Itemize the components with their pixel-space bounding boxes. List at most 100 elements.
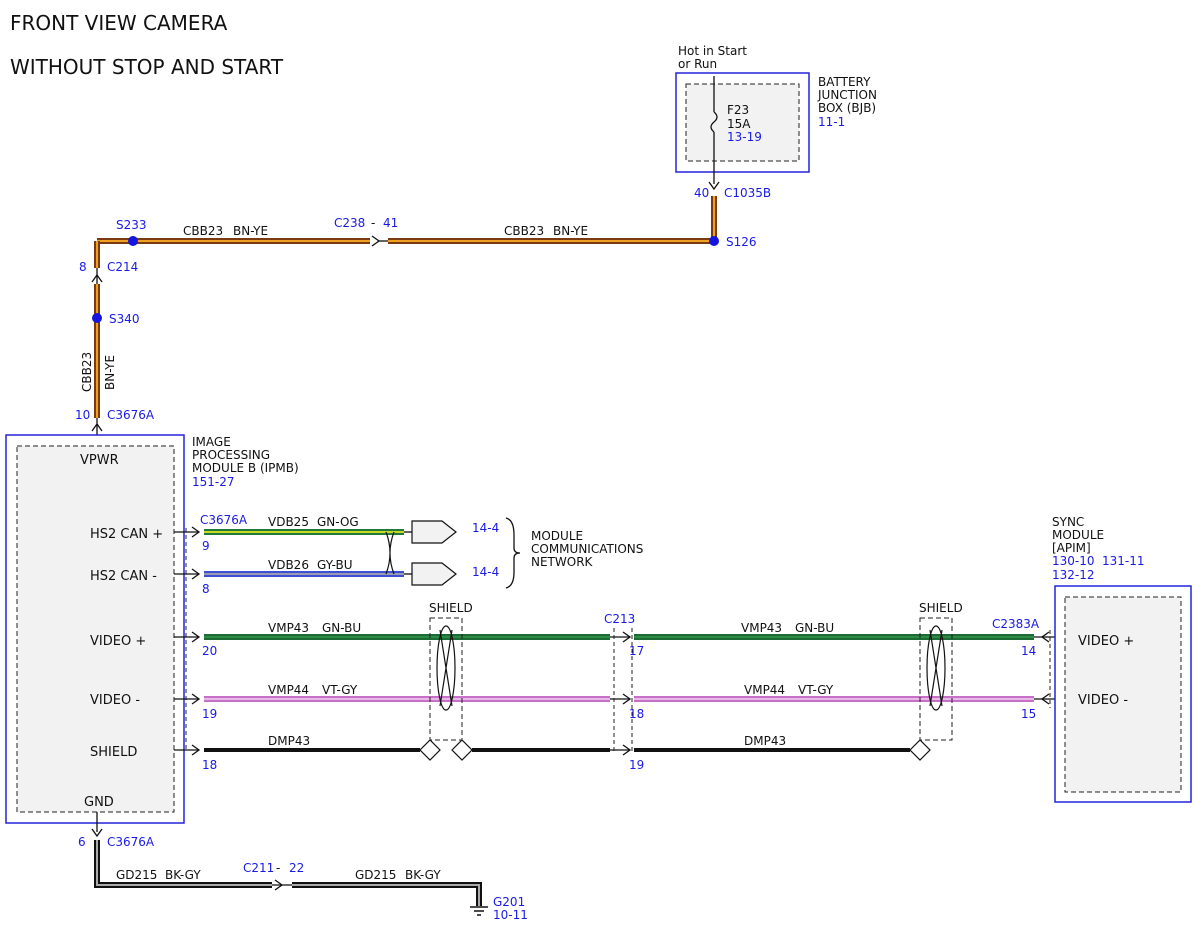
c1035b-label: C1035B: [724, 186, 771, 200]
ipmb-module: VPWR HS2 CAN + HS2 CAN - VIDEO + VIDEO -…: [5, 434, 299, 824]
c214-label: C214: [107, 260, 138, 274]
c1035b-pin: 40: [694, 186, 709, 200]
ipmb-ref: 151-27: [192, 475, 235, 489]
vdb26-ref: 14-4: [472, 565, 499, 579]
ground-circuit-gd215: 6 C3676A GD215 BK-GY C211 - 22 GD215 BK-…: [78, 812, 528, 922]
vmp44-color-left: VT-GY: [322, 683, 358, 697]
c3676a-vpwr-label: C3676A: [107, 408, 155, 422]
fuse-rating: 15A: [727, 117, 751, 131]
sync-ref-3: 132-12: [1052, 568, 1095, 582]
ground-ref: 10-11: [493, 908, 528, 922]
sync-pin-video-minus: VIDEO -: [1078, 693, 1128, 708]
sync-inner: [1064, 596, 1182, 793]
bjb-name-1: BATTERY: [818, 75, 871, 89]
vmp43-color-right: GN-BU: [795, 621, 834, 635]
vdb25-continuation-arrow: [411, 520, 457, 544]
vmp44-circuit-right: VMP44: [744, 683, 785, 697]
c3676a-gnd-pin: 6: [78, 835, 86, 849]
twisted-pair-icon: [385, 531, 395, 575]
network-label-1: MODULE: [531, 529, 583, 543]
splice-s126-label: S126: [726, 235, 757, 249]
c238-sep: -: [371, 216, 375, 230]
shield-twist-right: [926, 625, 946, 711]
vdb26-color: GY-BU: [317, 558, 353, 572]
dmp43-ipmb-connector-icon: [191, 744, 201, 756]
bjb-hot-label-1: Hot in Start: [678, 44, 747, 58]
network-brace: [505, 517, 521, 589]
ipmb-pin-vpwr: VPWR: [80, 453, 119, 468]
vdb25-connector-icon: [191, 526, 201, 538]
c3676a-gnd-connector-icon: [91, 828, 103, 838]
vmp44-sync-pin: 15: [1021, 707, 1036, 721]
c2383a-label: C2383A: [992, 617, 1040, 631]
cbb23-color-right: BN-YE: [553, 224, 588, 238]
shield-drain-left-b: [451, 739, 473, 761]
vmp43-color-left: GN-BU: [322, 621, 361, 635]
vmp44-ipmb-pin: 19: [202, 707, 217, 721]
cbb23-color-vertical: BN-YE: [103, 355, 117, 390]
diagram-title: FRONT VIEW CAMERA: [10, 11, 228, 35]
vmp43-ipmb-pin: 20: [202, 644, 217, 658]
fuse-id: F23: [727, 103, 749, 117]
network-label-3: NETWORK: [531, 555, 594, 569]
ipmb-c3676a-label: C3676A: [200, 513, 248, 527]
dmp43-ipmb-pin: 18: [202, 758, 217, 772]
splice-s233: [128, 236, 138, 246]
vmp43-circuit-right: VMP43: [741, 621, 782, 635]
vmp44-c213-pin: 18: [629, 707, 644, 721]
gd215-circuit-right: GD215: [355, 868, 396, 882]
vmp44-color-right: VT-GY: [798, 683, 834, 697]
sync-module: SYNC MODULE [APIM] 130-10 131-11 132-12 …: [1052, 515, 1192, 803]
vmp43-sync-connector-icon: [1040, 631, 1050, 643]
vmp44-sync-connector-icon: [1040, 693, 1050, 705]
dmp43-circuit-left: DMP43: [268, 734, 310, 748]
ipmb-pin-video-plus: VIDEO +: [90, 634, 146, 649]
vmp44-ipmb-connector-icon: [191, 693, 201, 705]
sync-ref-1: 130-10: [1052, 554, 1095, 568]
ipmb-pin-hs2-can-plus: HS2 CAN +: [90, 527, 163, 542]
gd215-circuit-left: GD215: [116, 868, 157, 882]
dmp43-c213-pin: 19: [629, 758, 644, 772]
vdb25-color: GN-OG: [317, 515, 359, 529]
vmp43-sync-pin: 14: [1021, 644, 1036, 658]
c213-label: C213: [604, 612, 635, 626]
shield-label-right: SHIELD: [919, 601, 963, 615]
can-bus: 9 VDB25 GN-OG 14-4 8 VDB26 GY-BU 14-4 MO…: [174, 515, 643, 596]
bjb-name-3: BOX (BJB): [818, 101, 876, 115]
c211-sep: -: [276, 861, 280, 875]
vmp44-circuit-left: VMP44: [268, 683, 309, 697]
splice-s340: [92, 313, 102, 323]
vdb26-continuation-arrow: [411, 562, 457, 586]
dmp43-c213-connector-icon: [622, 744, 632, 756]
sync-ref-2: 131-11: [1102, 554, 1145, 568]
vmp43-c213-connector-icon: [622, 631, 632, 643]
cbb23-label-right: CBB23: [504, 224, 544, 238]
vmp43-circuit-left: VMP43: [268, 621, 309, 635]
vdb25-pin: 9: [202, 539, 210, 553]
gd215-color-right: BK-GY: [405, 868, 441, 882]
c3676a-gnd-label: C3676A: [107, 835, 155, 849]
c211-pin: 22: [289, 861, 304, 875]
c238-pin: 41: [383, 216, 398, 230]
c1035b-connector-icon: [708, 181, 720, 191]
network-label-2: COMMUNICATIONS: [531, 542, 643, 556]
fuse-icon: [710, 111, 718, 133]
sync-name-2: MODULE: [1052, 528, 1104, 542]
cbb23-label-vertical: CBB23: [80, 352, 94, 392]
ipmb-pin-hs2-can-minus: HS2 CAN -: [90, 569, 157, 584]
diagram-subtitle: WITHOUT STOP AND START: [10, 55, 284, 79]
shield-drain-right: [909, 739, 931, 761]
c3676a-vpwr-pin: 10: [75, 408, 90, 422]
c238-connector-icon: [371, 235, 381, 247]
ground-id: G201: [493, 895, 525, 909]
gd215-color-left: BK-GY: [165, 868, 201, 882]
vdb26-connector-icon: [191, 568, 201, 580]
video-circuits: 20 VMP43 GN-BU 17 VMP43 GN-BU 14 19 VMP4…: [174, 601, 1066, 772]
cbb23-color-left: BN-YE: [233, 224, 268, 238]
ipmb-name-2: PROCESSING: [192, 448, 270, 462]
bjb-hot-label-2: or Run: [678, 57, 717, 71]
cbb23-label-left: CBB23: [183, 224, 223, 238]
c214-pin: 8: [79, 260, 87, 274]
ipmb-pin-video-minus: VIDEO -: [90, 693, 140, 708]
